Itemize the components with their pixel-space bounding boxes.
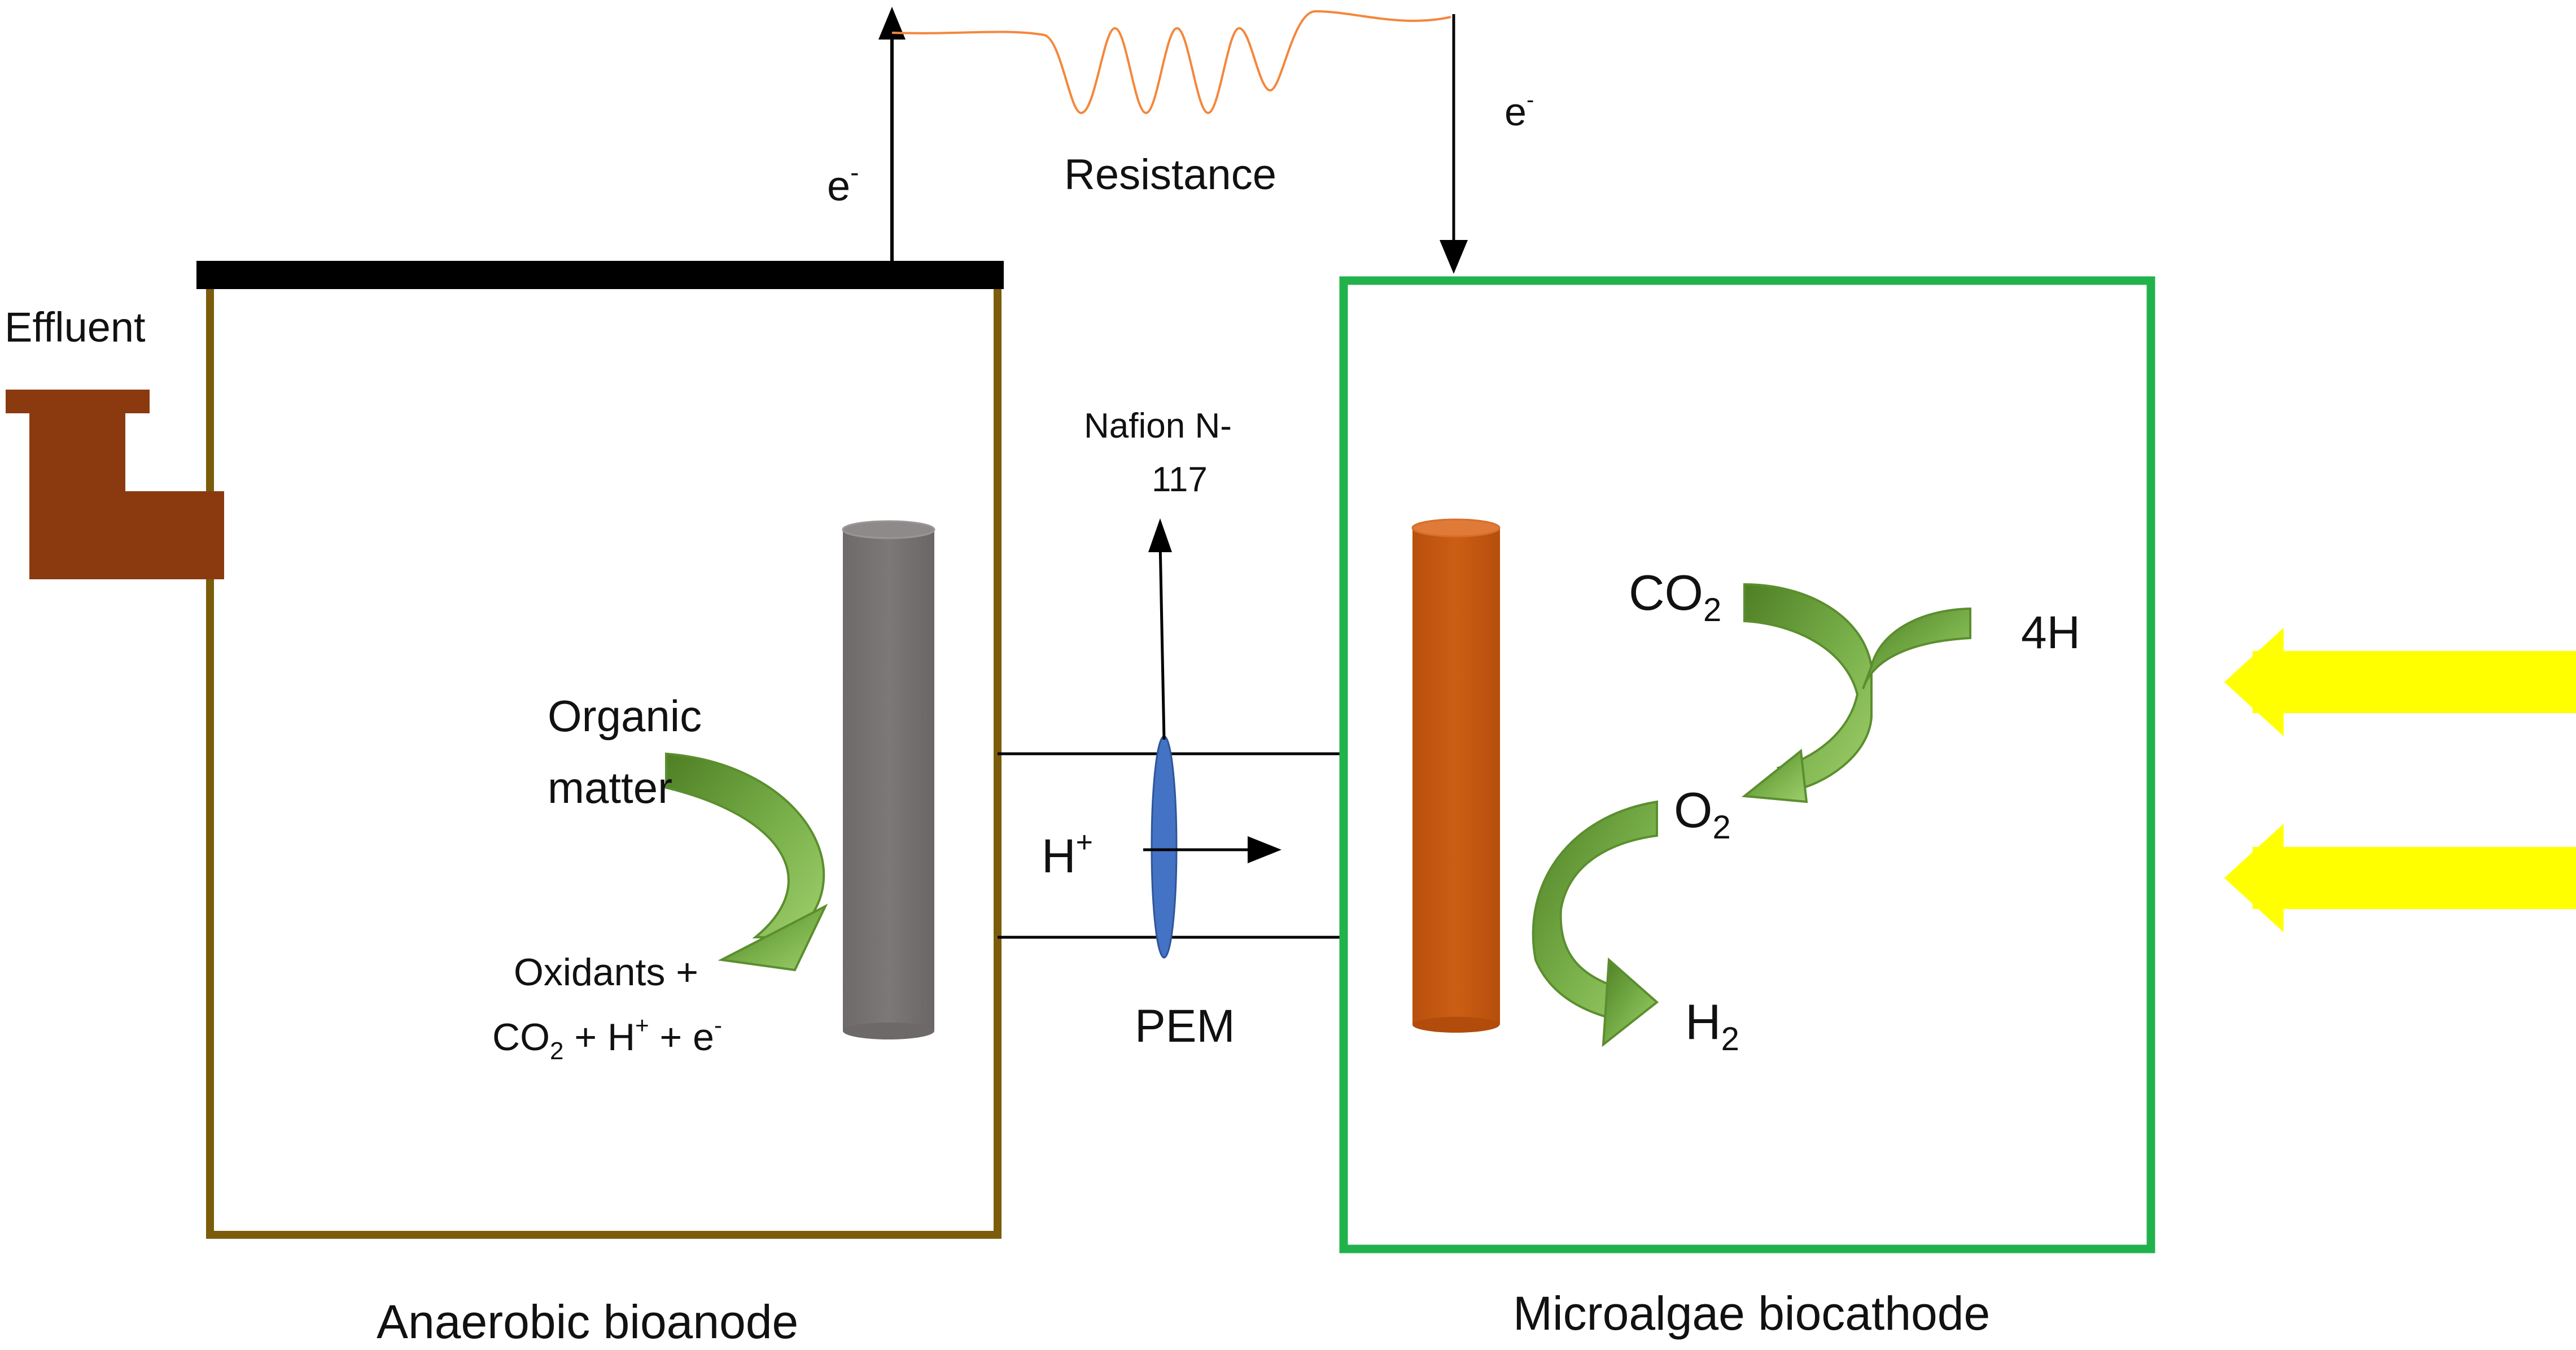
co2-to-o2-arrow: [1741, 583, 1971, 803]
o2-to-h2-arrow: [1532, 800, 1659, 1047]
organic-matter-arrow: [665, 752, 828, 972]
anode-rod: [842, 520, 935, 1039]
nafion-label-line2: 117: [1152, 460, 1208, 499]
four-h-label: 4H: [2021, 607, 2080, 658]
anode-electrode-bar: [196, 261, 1004, 289]
pem-label: PEM: [1135, 1001, 1235, 1052]
nafion-pointer-head: [1148, 518, 1172, 552]
pem-membrane: [1151, 735, 1178, 959]
organic-matter-label-line2: matter: [548, 763, 672, 812]
proton-label: H+: [1042, 826, 1093, 882]
light-arrow-bottom: [2224, 824, 2576, 932]
cathode-caption: Microalgae biocathode: [1513, 1287, 1990, 1340]
proton-arrow-head: [1248, 836, 1282, 863]
h2-label: H2: [1685, 994, 1739, 1058]
cathode-chamber: [1339, 276, 2155, 1253]
oxidants-label-line2: CO2 + H+ + e-: [492, 1012, 722, 1065]
electron-right-label: e-: [1505, 88, 1534, 134]
co2-label: CO2: [1629, 565, 1721, 628]
effluent-pipe: [6, 390, 224, 579]
light-arrow-top: [2224, 628, 2576, 736]
o2-label: O2: [1674, 782, 1731, 846]
anode-wire-arrow-head: [878, 7, 906, 40]
resistor-wire: [891, 10, 1451, 115]
nafion-pointer: [1158, 541, 1166, 740]
anode-caption: Anaerobic bioanode: [377, 1295, 798, 1348]
nafion-label-line1: Nafion N-: [1084, 407, 1232, 445]
electron-left-label: e-: [827, 158, 859, 209]
organic-matter-label-line1: Organic: [548, 691, 702, 741]
cathode-rod: [1411, 518, 1501, 1033]
oxidants-label-line1: Oxidants +: [514, 951, 698, 994]
cathode-wire-arrow-head: [1440, 240, 1468, 274]
resistance-label: Resistance: [1064, 151, 1276, 199]
effluent-label: Effluent: [5, 304, 146, 351]
